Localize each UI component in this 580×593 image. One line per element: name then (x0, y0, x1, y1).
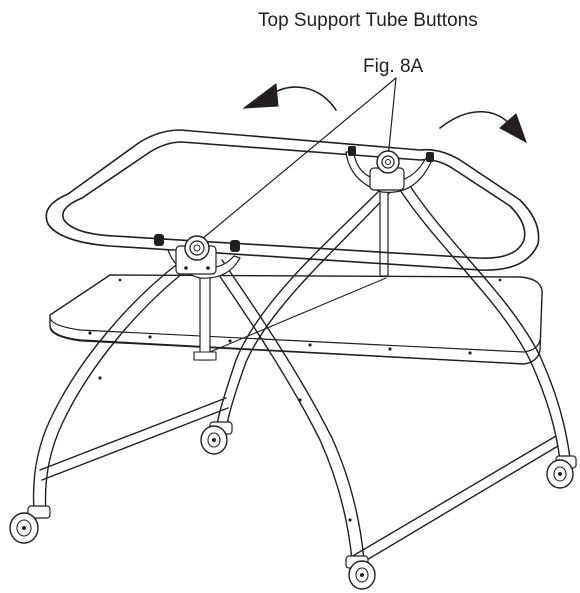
callout-leader-lines (196, 78, 396, 244)
callout-title: Top Support Tube Buttons (258, 10, 478, 31)
rear-hinge-button (346, 146, 434, 192)
front-legs (34, 260, 364, 560)
caster-front-left (10, 506, 50, 543)
figure-reference: Fig. 8A (363, 56, 424, 77)
front-hinge-button (154, 234, 240, 278)
lower-tray (50, 275, 542, 364)
caster-rear-left (201, 422, 232, 454)
rotate-right-arrow-icon (440, 112, 526, 142)
caster-front-right (346, 556, 375, 589)
caster-rear-right (547, 456, 576, 488)
center-posts (194, 190, 388, 360)
rear-legs (216, 186, 570, 460)
top-support-frame (46, 130, 538, 270)
crossbars (40, 398, 558, 570)
rotate-left-arrow-icon (244, 84, 336, 110)
